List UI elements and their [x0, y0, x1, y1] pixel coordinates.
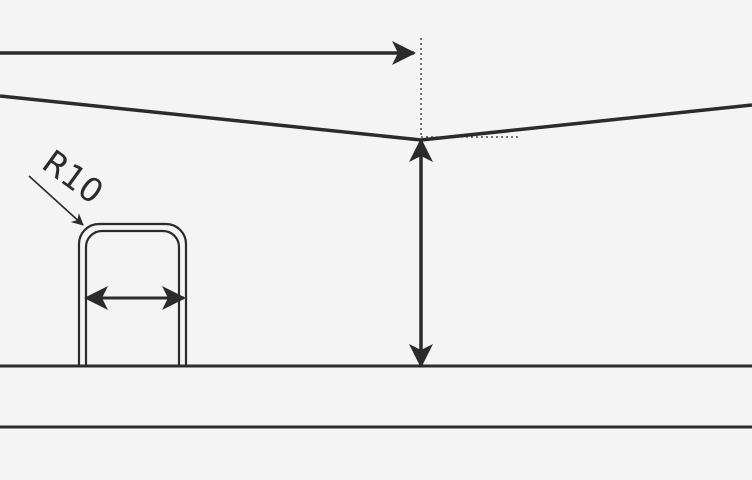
radius-leader-line — [28, 175, 84, 226]
slot-inner-outline — [84, 229, 181, 366]
radius-label: R10 — [35, 142, 110, 212]
slot-outline — [77, 222, 188, 366]
sloped-top-edge — [0, 94, 752, 142]
